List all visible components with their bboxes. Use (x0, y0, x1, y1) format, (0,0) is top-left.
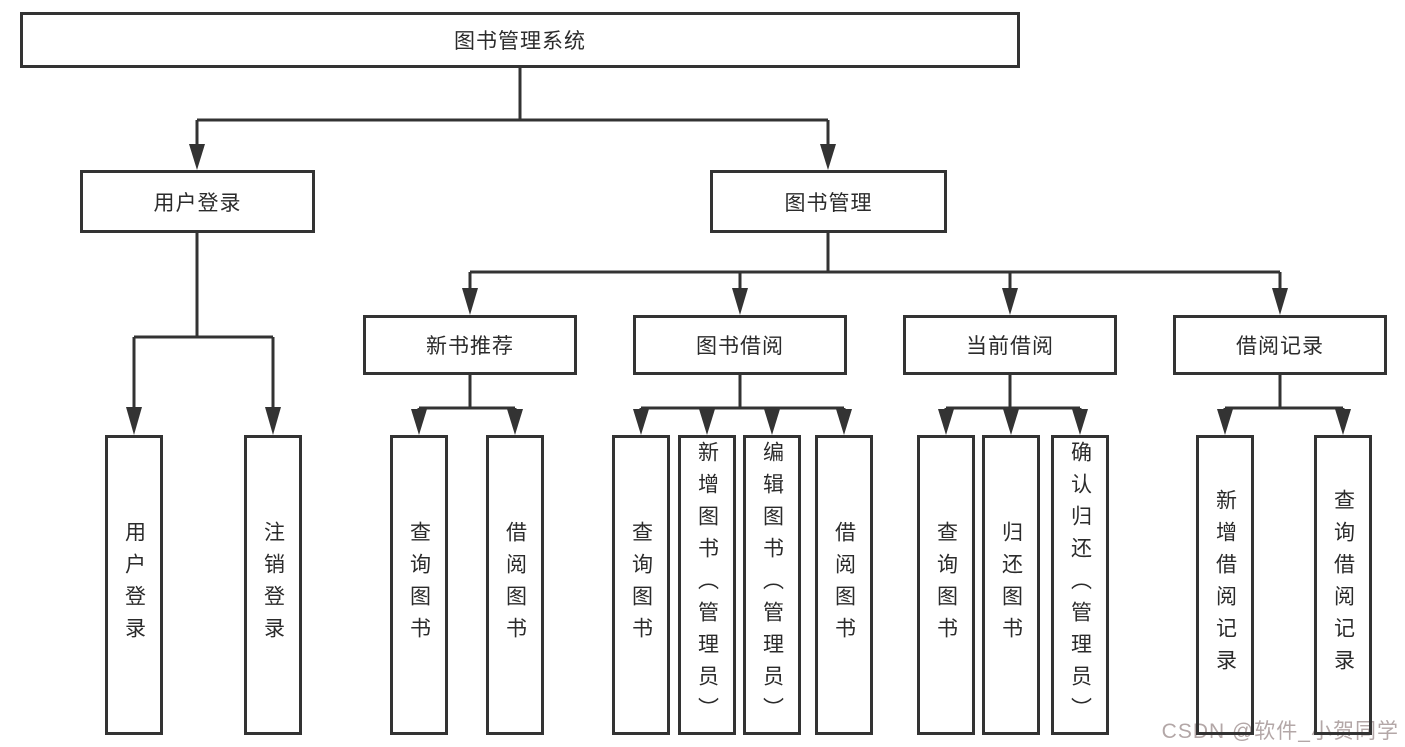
node-current-borrowing: 当前借阅 (903, 315, 1117, 375)
arrow-down-icon (462, 288, 478, 315)
leaf-confirm-return-admin: 确认归还（管理员） (1051, 435, 1109, 735)
leaf-query-books: 查询图书 (390, 435, 448, 735)
leaf-logout: 注销登录 (244, 435, 302, 735)
arrow-down-icon (836, 409, 852, 435)
csdn-watermark: CSDN @软件_小贺同学 (1161, 720, 1399, 743)
node-borrowing-records: 借阅记录 (1173, 315, 1387, 375)
leaf-user-login: 用户登录 (105, 435, 163, 735)
leaf-return-books: 归还图书 (982, 435, 1040, 735)
connector-records-to-leaves (1223, 375, 1345, 413)
node-book-management: 图书管理 (710, 170, 947, 233)
connector-mgmt-to-level3 (468, 233, 1282, 290)
arrow-down-icon (938, 409, 954, 435)
connector-login-to-leaves (132, 233, 275, 409)
arrow-down-icon (1072, 409, 1088, 435)
arrow-down-icon (265, 407, 281, 435)
connector-rec-to-leaves (417, 375, 517, 413)
node-library-management-system: 图书管理系统 (20, 12, 1020, 68)
arrow-down-icon (1335, 409, 1351, 435)
arrow-down-icon (1272, 288, 1288, 315)
leaf-add-borrow-record: 新增借阅记录 (1196, 435, 1254, 735)
arrow-down-icon (1003, 409, 1019, 435)
connector-borrow-to-leaves (639, 375, 846, 413)
node-new-book-recommendation: 新书推荐 (363, 315, 577, 375)
arrow-down-icon (732, 288, 748, 315)
node-user-login: 用户登录 (80, 170, 315, 233)
leaf-query-borrow-record: 查询借阅记录 (1314, 435, 1372, 735)
arrow-down-icon (1217, 409, 1233, 435)
connector-current-to-leaves (944, 375, 1082, 413)
node-book-borrowing: 图书借阅 (633, 315, 847, 375)
leaf-query-books: 查询图书 (612, 435, 670, 735)
leaf-query-books: 查询图书 (917, 435, 975, 735)
arrow-down-icon (699, 409, 715, 435)
arrow-down-icon (507, 409, 523, 435)
leaf-edit-books-admin: 编辑图书（管理员） (743, 435, 801, 735)
leaf-borrow-books: 借阅图书 (486, 435, 544, 735)
arrow-down-icon (126, 407, 142, 435)
arrow-down-icon (1002, 288, 1018, 315)
arrow-down-icon (764, 409, 780, 435)
arrow-down-icon (820, 144, 836, 170)
arrow-down-icon (633, 409, 649, 435)
arrow-down-icon (189, 144, 205, 170)
leaf-add-books-admin: 新增图书（管理员） (678, 435, 736, 735)
leaf-borrow-books: 借阅图书 (815, 435, 873, 735)
connector-root-to-level2 (195, 68, 830, 146)
arrow-down-icon (411, 409, 427, 435)
arrowheads (126, 144, 1351, 435)
